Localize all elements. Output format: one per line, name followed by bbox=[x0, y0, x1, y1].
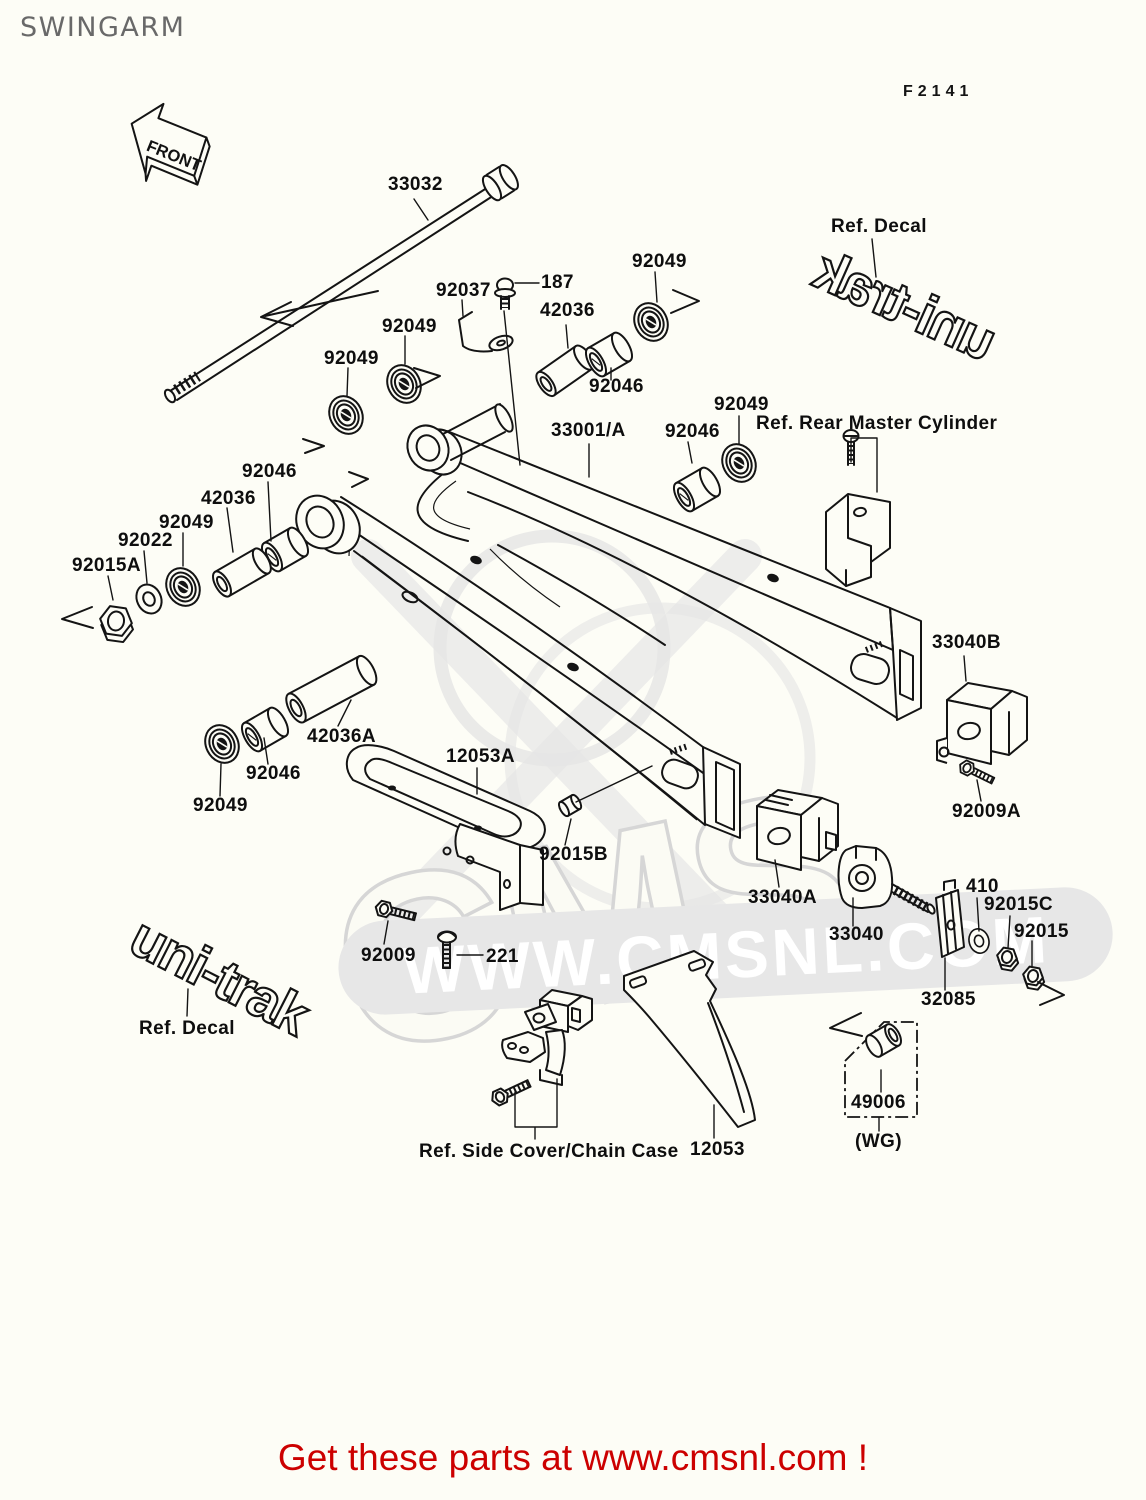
front-arrow-icon: FRONT bbox=[130, 102, 211, 186]
part-label-12053: 12053 bbox=[690, 1139, 745, 1160]
rear-master-cylinder-bracket bbox=[825, 429, 891, 587]
part-label-92009A: 92009A bbox=[952, 801, 1021, 822]
ref-label-decal-upper: Ref. Decal bbox=[831, 216, 927, 237]
stopper-upper bbox=[936, 682, 1028, 765]
part-label-32085: 32085 bbox=[921, 989, 976, 1010]
pivot-nut bbox=[99, 605, 134, 644]
part-label-92049-top: 92049 bbox=[632, 251, 687, 272]
part-label-42036-left: 42036 bbox=[201, 488, 256, 509]
part-label-92046-top: 92046 bbox=[589, 376, 644, 397]
part-label-92046-bot: 92046 bbox=[246, 763, 301, 784]
chain-adjuster bbox=[837, 845, 936, 915]
part-label-221: 221 bbox=[486, 946, 519, 967]
part-label-33040: 33040 bbox=[829, 924, 884, 945]
footer-cta-link[interactable]: Get these parts at www.cmsnl.com ! bbox=[277, 1437, 869, 1478]
part-label-12053A: 12053A bbox=[446, 746, 515, 767]
page-title: SWINGARM bbox=[20, 12, 186, 43]
uni-trak-decal-upper: uni-trak bbox=[803, 236, 1006, 374]
cmsnl-url-watermark: WWW.CMSNL.COM bbox=[338, 887, 1113, 1015]
ref-label-side-cover: Ref. Side Cover/Chain Case bbox=[419, 1141, 679, 1162]
part-label-33032: 33032 bbox=[388, 174, 443, 195]
part-label-33040B: 33040B bbox=[932, 632, 1001, 653]
pivot-shaft bbox=[163, 164, 519, 404]
leader-lines bbox=[107, 198, 1033, 1140]
part-label-33040A: 33040A bbox=[748, 887, 817, 908]
part-label-92049-bot: 92049 bbox=[193, 795, 248, 816]
part-label-92046-left: 92046 bbox=[242, 461, 297, 482]
part-label-187: 187 bbox=[541, 272, 574, 293]
adjuster-block bbox=[935, 879, 965, 958]
swingarm-body bbox=[295, 403, 922, 839]
part-label-92049-mid1: 92049 bbox=[382, 316, 437, 337]
slider-collar bbox=[557, 793, 583, 818]
part-label-92049-right: 92049 bbox=[714, 394, 769, 415]
part-label-92037: 92037 bbox=[436, 280, 491, 301]
part-label-42036-top: 42036 bbox=[540, 300, 595, 321]
side-cover-bracket bbox=[501, 989, 593, 1086]
part-label-92015B: 92015B bbox=[539, 844, 608, 865]
part-label-92009: 92009 bbox=[361, 945, 416, 966]
clamp-and-bolt bbox=[458, 277, 516, 353]
svg-text:uni-trak: uni-trak bbox=[805, 237, 1006, 373]
chain-slider bbox=[345, 744, 546, 911]
part-label-92015A: 92015A bbox=[72, 555, 141, 576]
slider-screw bbox=[437, 930, 457, 969]
chain-case bbox=[623, 950, 756, 1128]
stopper-lower bbox=[756, 789, 839, 871]
part-label-410: 410 bbox=[966, 876, 999, 897]
part-label-92046-right: 92046 bbox=[665, 421, 720, 442]
part-label-49006: 49006 bbox=[851, 1092, 906, 1113]
figure-code: F2141 bbox=[903, 83, 974, 100]
cap-option-box bbox=[844, 1021, 918, 1118]
ref-label-decal-lower: Ref. Decal bbox=[139, 1018, 235, 1039]
part-label-92049-mid2: 92049 bbox=[324, 348, 379, 369]
part-label-42036A: 42036A bbox=[307, 726, 376, 747]
part-label-92022: 92022 bbox=[118, 530, 173, 551]
part-label-92015C: 92015C bbox=[984, 894, 1053, 915]
part-label-33001A: 33001/A bbox=[551, 420, 626, 441]
part-label-92049-left: 92049 bbox=[159, 512, 214, 533]
ref-label-rear-master-cylinder: Ref. Rear Master Cylinder bbox=[756, 413, 998, 434]
part-label-WG: (WG) bbox=[855, 1131, 902, 1152]
part-label-92015: 92015 bbox=[1014, 921, 1069, 942]
assembly-arrows bbox=[61, 289, 1065, 1037]
